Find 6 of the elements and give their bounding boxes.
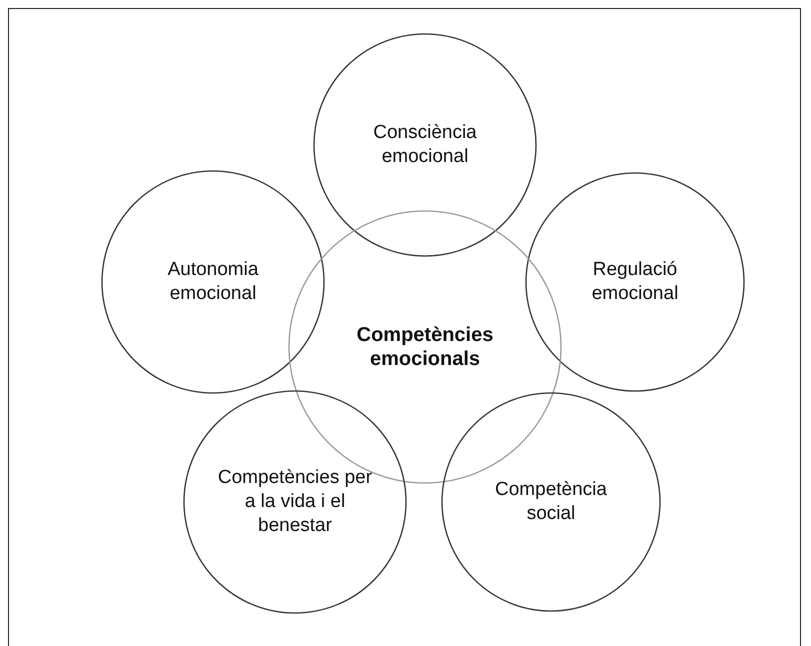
node-label: Competències per a la vida i el benestar — [216, 466, 374, 538]
node-label: Autonomia emocional — [166, 258, 260, 306]
node-label: Competències emocionals — [356, 323, 494, 371]
node-label: Consciència emocional — [372, 121, 478, 169]
node-label: Regulació emocional — [590, 258, 680, 306]
node-label: Competència social — [494, 478, 608, 526]
